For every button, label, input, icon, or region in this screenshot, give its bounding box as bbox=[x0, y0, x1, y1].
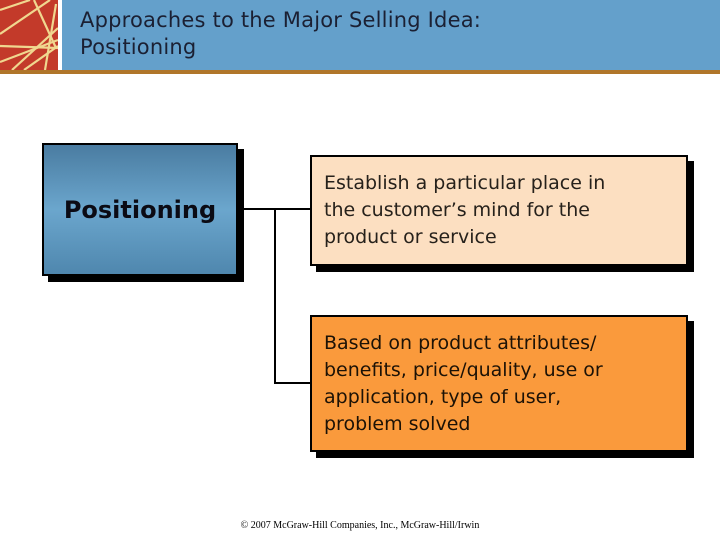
detail-box-1-line-2: the customer’s mind for the bbox=[324, 199, 590, 221]
copyright-text: © 2007 McGraw-Hill Companies, Inc., McGr… bbox=[240, 520, 480, 531]
detail-box-product-attributes: Based on product attributes/ benefits, p… bbox=[310, 315, 688, 452]
detail-box-establish-place: Establish a particular place in the cust… bbox=[310, 155, 688, 266]
header-accent-line bbox=[0, 70, 720, 74]
detail-box-1-line-1: Establish a particular place in bbox=[324, 172, 606, 194]
slide-title: Approaches to the Major Selling Idea: Po… bbox=[80, 7, 700, 61]
mcgraw-hill-logo bbox=[0, 0, 59, 71]
connector-to-box2 bbox=[274, 382, 310, 384]
detail-box-2-line-3: application, type of user, bbox=[324, 386, 562, 408]
slide-title-line-1: Approaches to the Major Selling Idea: bbox=[80, 8, 482, 32]
detail-box-2-line-2: benefits, price/quality, use or bbox=[324, 359, 603, 381]
header-background bbox=[62, 0, 720, 70]
detail-box-1-line-3: product or service bbox=[324, 226, 497, 248]
detail-box-2-line-1: Based on product attributes/ bbox=[324, 332, 597, 354]
connector-vertical bbox=[274, 208, 276, 384]
positioning-main-box-label: Positioning bbox=[63, 195, 217, 224]
detail-box-2-line-4: problem solved bbox=[324, 413, 471, 435]
logo-starburst-icon bbox=[0, 0, 59, 71]
positioning-main-box: Positioning bbox=[42, 143, 238, 276]
slide-title-line-2: Positioning bbox=[80, 35, 197, 59]
